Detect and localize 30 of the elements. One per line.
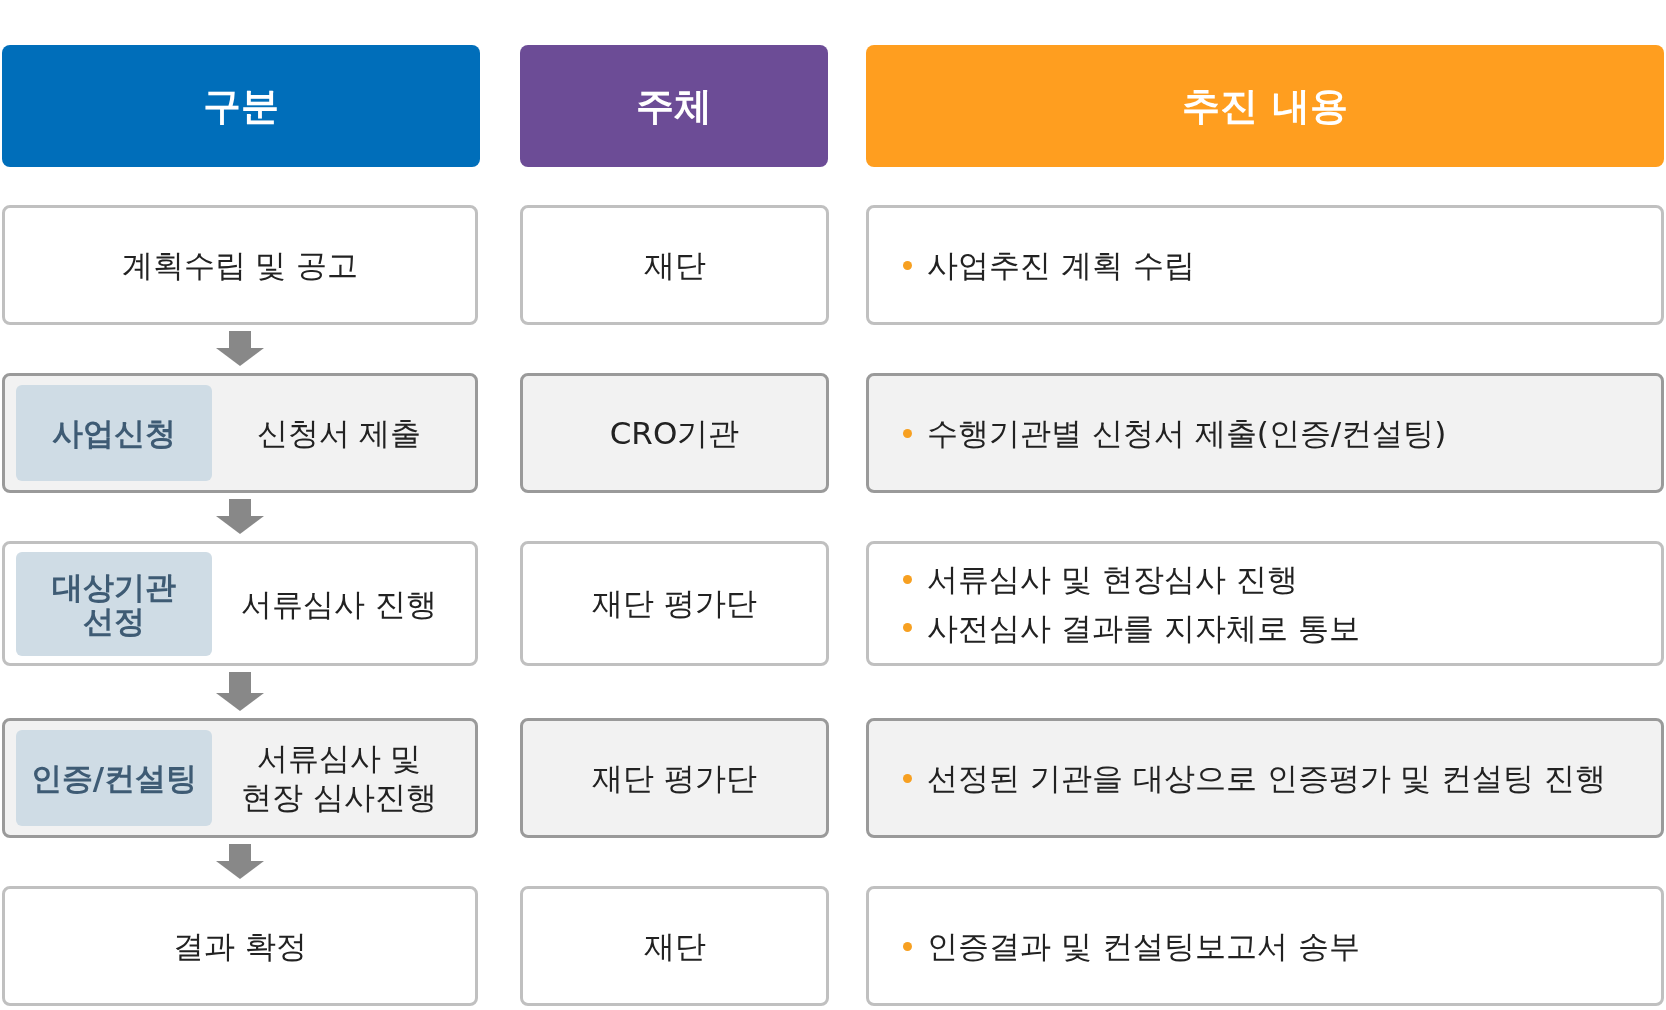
content-box bbox=[866, 541, 1664, 666]
bullet-text: 선정된 기관을 대상으로 인증평가 및 컨설팅 진행 bbox=[927, 758, 1607, 798]
step-box bbox=[2, 718, 478, 838]
step-text: 신청서 제출 bbox=[255, 413, 423, 453]
step-text: 서류심사 진행 bbox=[240, 584, 438, 623]
info-box: 재단 평가단 bbox=[520, 718, 829, 838]
info-box: CRO기관 bbox=[520, 373, 829, 493]
bullet-text: 서류심사 및 현장심사 진행 bbox=[927, 559, 1298, 599]
step-text: 서류심사 및 현장 심사진행 bbox=[240, 739, 438, 817]
tag-box: 대상기관 선정 bbox=[16, 552, 212, 656]
bullet-text: 사전심사 결과를 지자체로 통보 bbox=[927, 608, 1360, 648]
step-box: 결과 확정 bbox=[2, 886, 478, 1006]
bullet-text: 인증결과 및 컨설팅보고서 송부 bbox=[927, 926, 1360, 966]
column-header: 주체 bbox=[520, 45, 828, 167]
column-header: 구분 bbox=[2, 45, 480, 167]
tag-box: 인증/컨설팅 bbox=[16, 730, 212, 826]
info-box: 재단 bbox=[520, 886, 829, 1006]
tag-box: 사업신청 bbox=[16, 385, 212, 481]
content-box bbox=[866, 373, 1664, 493]
step-box bbox=[2, 373, 478, 493]
content-box bbox=[866, 205, 1664, 325]
bullet-text: 사업추진 계획 수립 bbox=[927, 245, 1195, 285]
column-header: 추진 내용 bbox=[866, 45, 1664, 167]
step-box: 계획수립 및 공고 bbox=[2, 205, 478, 325]
content-box bbox=[866, 718, 1664, 838]
bullet-text: 수행기관별 신청서 제출(인증/컨설팅) bbox=[927, 413, 1447, 453]
content-box bbox=[866, 886, 1664, 1006]
step-box bbox=[2, 541, 478, 666]
info-box: 재단 평가단 bbox=[520, 541, 829, 666]
info-box: 재단 bbox=[520, 205, 829, 325]
